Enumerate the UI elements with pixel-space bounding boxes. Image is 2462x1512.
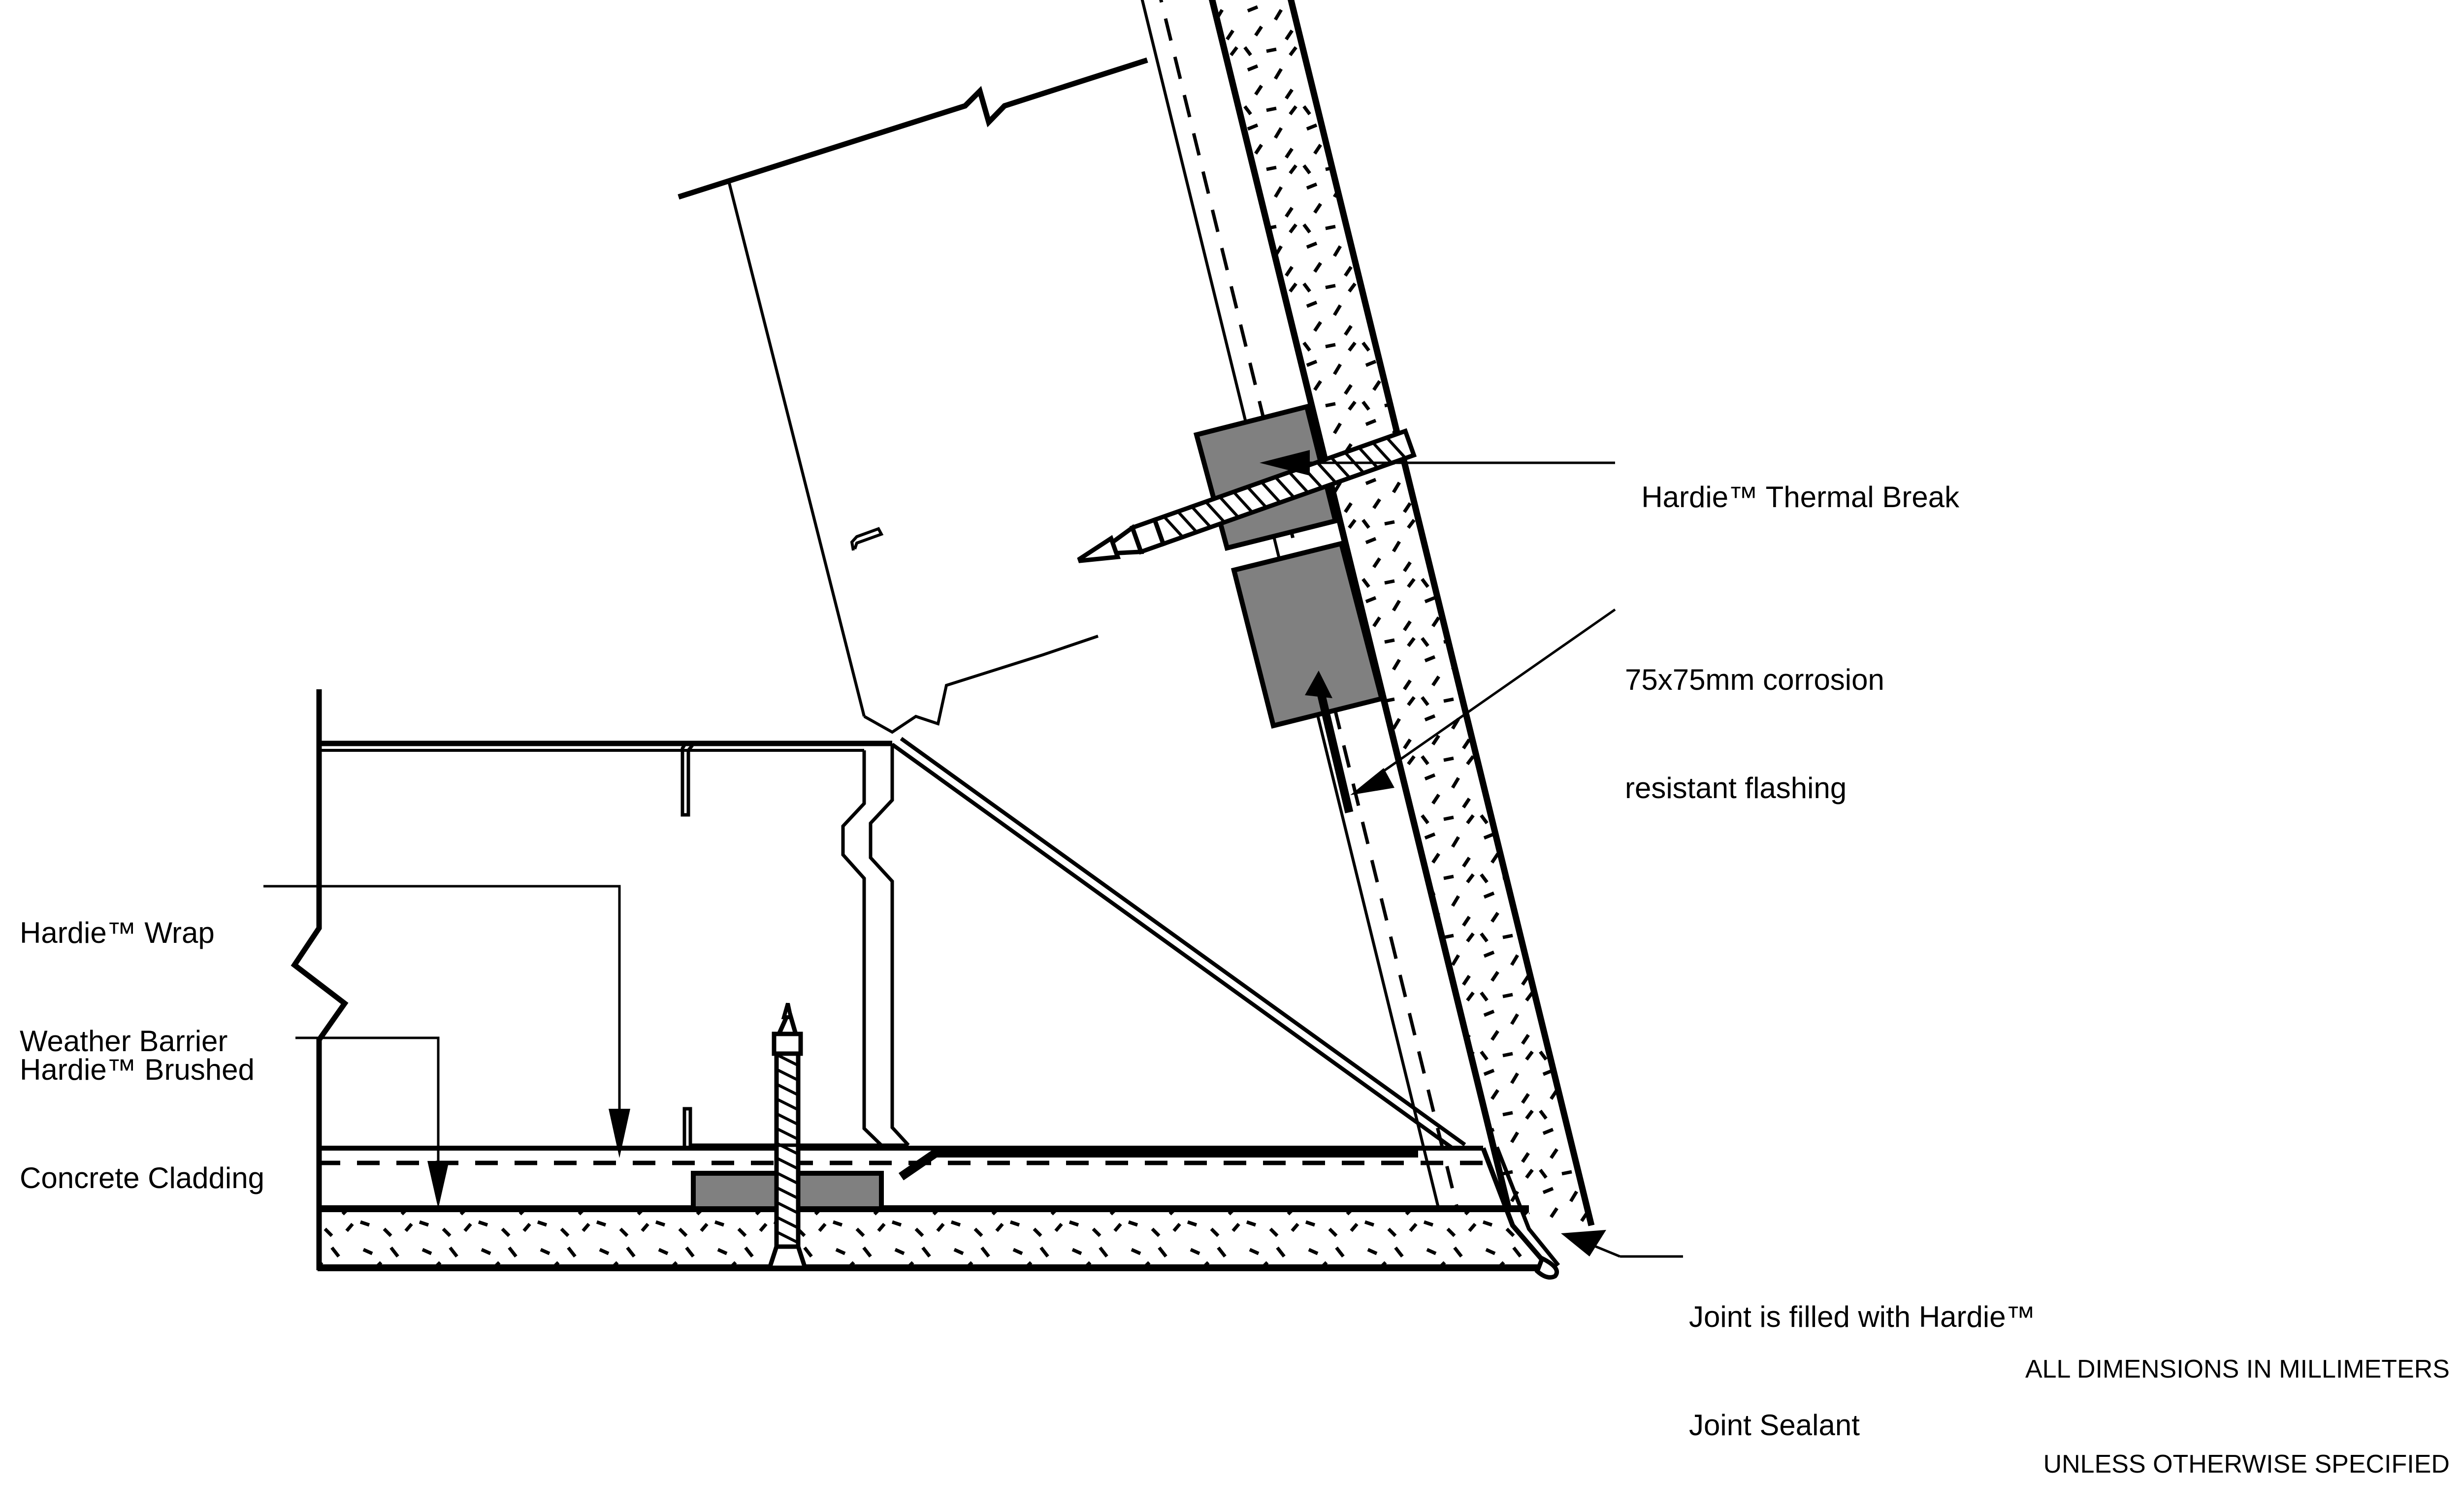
corrosion-resistant-flashing: [891, 737, 1475, 1181]
thermal-break-leader: [1260, 450, 1615, 476]
label-cladding-line1: Hardie™ Brushed: [20, 1053, 255, 1087]
label-flashing-line1: 75x75mm corrosion: [1625, 663, 1884, 697]
fastener-screw-vertical: [766, 1002, 809, 1270]
label-flashing: 75x75mm corrosion resistant flashing: [1625, 590, 1884, 842]
weather-barrier-leader: [263, 885, 630, 1158]
label-weather-barrier-line2: Weather Barrier: [20, 1024, 228, 1058]
drawing-canvas: Hardie™ Thermal Break 75x75mm corrosion …: [0, 0, 2462, 1479]
thermal-break-block-lower: [1231, 540, 1385, 729]
joint-sealant-leader: [1561, 1230, 1683, 1258]
label-weather-barrier-line1: Hardie™ Wrap: [20, 916, 215, 950]
soffit-left-hook-trim: [682, 1107, 908, 1148]
break-line-left-vertical: [291, 689, 349, 1270]
joint-sealant-corner: [1481, 1146, 1560, 1280]
upper-panel-clip-trim: [850, 527, 884, 551]
thermal-break-block-soffit-left: [691, 1171, 784, 1211]
cavity-ventilation-arrow: [1305, 671, 1354, 813]
label-weather-barrier: Hardie™ Wrap Weather Barrier: [20, 843, 227, 1095]
cladding-leader: [295, 1036, 449, 1209]
thermal-break-block-soffit-right: [791, 1171, 884, 1211]
label-flashing-line2: resistant flashing: [1625, 771, 1847, 804]
soffit-board-left-clip: [680, 742, 694, 817]
dimensions-note: ALL DIMENSIONS IN MILLIMETERS UNLESS OTH…: [2025, 1290, 2450, 1512]
label-cladding-line2: Concrete Cladding: [20, 1161, 264, 1194]
soffit-cladding-board: [318, 740, 910, 1147]
label-joint-sealant: Joint is filled with Hardie™ Joint Seala…: [1689, 1227, 2036, 1479]
dimensions-note-line2: UNLESS OTHERWISE SPECIFIED: [2043, 1450, 2450, 1479]
canvas-background: [0, 0, 2462, 1369]
label-thermal-break-text: Hardie™ Thermal Break: [1641, 481, 1960, 514]
label-thermal-break: Hardie™ Thermal Break: [1625, 443, 1959, 515]
fastener-screw-sloped: [1077, 428, 1417, 563]
flashing-leader: [1350, 608, 1616, 795]
label-brushed-concrete-cladding: Hardie™ Brushed Concrete Cladding: [20, 980, 264, 1232]
horizontal-concrete-substrate: [318, 1205, 1544, 1271]
upper-sloped-cladding-board: [678, 57, 1148, 734]
label-joint-sealant-line1: Joint is filled with Hardie™: [1689, 1300, 2036, 1334]
dimensions-note-line1: ALL DIMENSIONS IN MILLIMETERS: [2025, 1354, 2450, 1383]
label-joint-sealant-line2: Joint Sealant: [1689, 1408, 1860, 1442]
